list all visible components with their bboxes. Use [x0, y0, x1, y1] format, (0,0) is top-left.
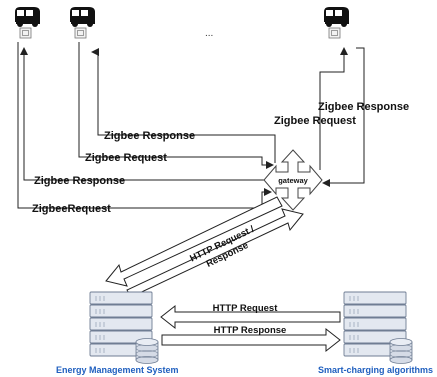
energy-management-server [89, 291, 159, 364]
http-horizontal-arrows [160, 304, 341, 353]
gateway-node: gateway [263, 149, 323, 211]
zigbee-response-2-label: Zigbee Response [34, 175, 125, 187]
energy-management-system-label: Energy Management System [56, 365, 179, 375]
zigbee-request-1-arrow [78, 42, 274, 169]
smart-charging-server [343, 291, 413, 364]
zigbee-request-right-label: Zigbee Request [274, 115, 356, 127]
zigbee-response-1-arrow [91, 48, 276, 163]
zigbee-response-1-label: Zigbee Response [104, 130, 195, 142]
charger-1 [14, 6, 41, 39]
http-up-arrow [126, 208, 304, 298]
charger-n [323, 6, 350, 39]
charger-2 [69, 6, 96, 39]
http-request-label: HTTP Request [213, 303, 279, 314]
ev-charger-icon [69, 6, 96, 39]
zigbee-response-right-arrow [322, 47, 365, 187]
smart-charging-algorithms-label: Smart-charging algorithms [318, 365, 433, 375]
zigbee-links-right [319, 47, 365, 187]
http-down-arrow [105, 196, 283, 287]
zigbee-request-2-label: ZigbeeRequest [32, 203, 111, 215]
ev-charger-icon [323, 6, 350, 39]
http-response-label: HTTP Response [214, 325, 287, 336]
zigbee-request-1-label: Zigbee Request [85, 152, 167, 164]
http-diagonal-arrows [105, 196, 304, 298]
database-icon [135, 338, 159, 364]
gateway-cross-icon [263, 149, 323, 211]
zigbee-request-right-arrow [319, 47, 348, 170]
zigbee-response-2-arrow [20, 47, 271, 181]
zigbee-response-right-label: Zigbee Response [318, 101, 409, 113]
database-icon [389, 338, 413, 364]
ellipsis: ... [205, 28, 213, 39]
gateway-label: gateway [278, 176, 308, 185]
http-request-arrow [160, 304, 341, 330]
ev-charger-icon [14, 6, 41, 39]
http-response-arrow [161, 327, 341, 353]
